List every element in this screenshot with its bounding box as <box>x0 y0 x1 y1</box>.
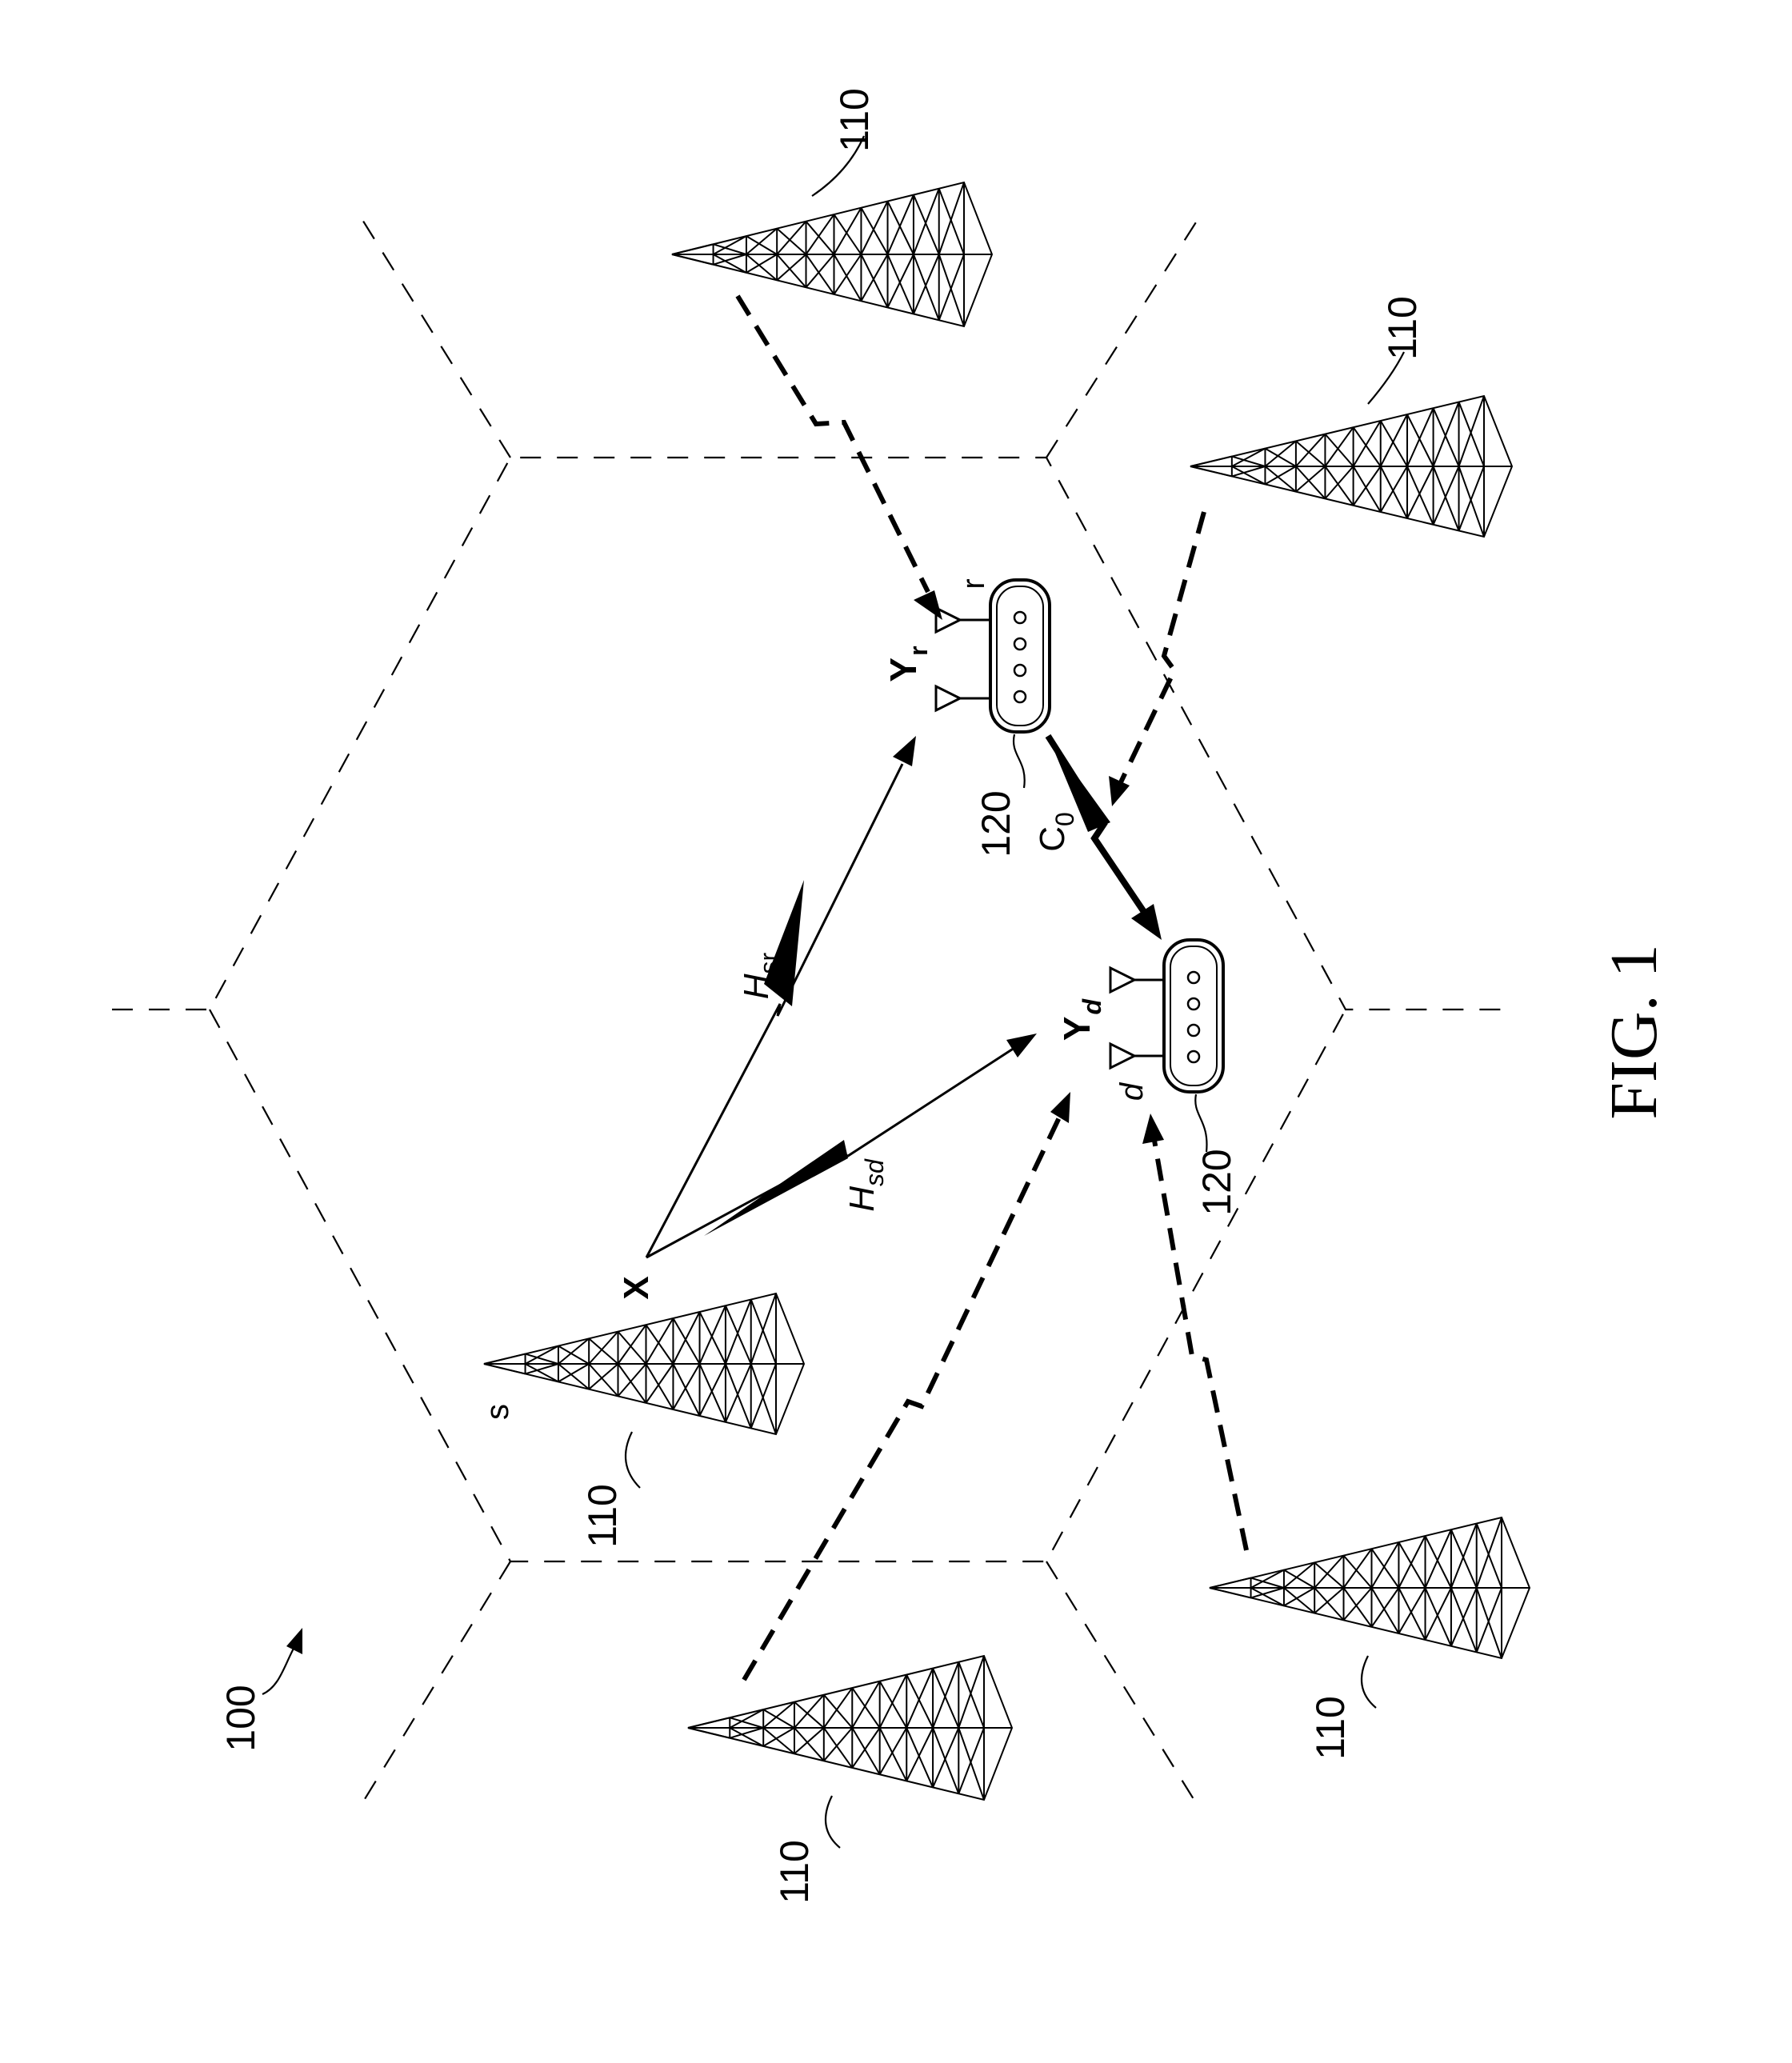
leader-line-destination <box>1195 1094 1206 1152</box>
link-label-c0: C0 <box>1033 812 1079 852</box>
destination-signal-label: Yd <box>1056 998 1106 1041</box>
interference-link-top <box>738 296 928 592</box>
tower-brace <box>1210 1578 1251 1588</box>
link-c0-sub: 0 <box>1050 812 1079 826</box>
cell-boundary-sw <box>358 1561 510 1809</box>
tower-brace <box>484 1354 526 1364</box>
tower-brace <box>558 1364 589 1381</box>
towers: 110 110 110 s 110 110 <box>480 88 1530 1904</box>
link-hsd-main: H <box>842 1186 882 1212</box>
tower-label: 110 <box>1380 296 1425 360</box>
tower-brace <box>746 254 777 273</box>
tower-label: 110 <box>772 1840 817 1904</box>
tower-brace <box>763 1728 794 1746</box>
leader-line-tower <box>626 1432 640 1488</box>
tower-brace <box>777 222 806 254</box>
source-node-label: s <box>480 1404 515 1420</box>
destination-node-label: d <box>1114 1081 1150 1101</box>
leader-line-relay <box>1014 734 1025 788</box>
destination-device <box>1110 940 1223 1092</box>
relay-node-label: r <box>956 578 991 589</box>
tower-brace <box>1265 449 1295 466</box>
leader-arrowhead-figure <box>286 1628 302 1654</box>
arrowhead-source-to-relay <box>893 736 916 766</box>
tower-brace <box>1190 457 1232 466</box>
tower-t-lower-left: 110 <box>688 1656 1012 1904</box>
relay-device <box>936 580 1050 732</box>
relay-signal-label: Yr <box>882 646 933 682</box>
tower-brace <box>1284 1570 1314 1588</box>
interference-link-lower-left <box>744 1116 1060 1680</box>
arrowhead-interference-lower-left <box>1050 1092 1070 1123</box>
tower-brace <box>688 1728 730 1738</box>
relay-device-body-outer <box>990 580 1050 732</box>
arrowhead-relay-to-destination <box>1131 904 1162 940</box>
link-label-hsd: Hsd <box>842 1158 889 1212</box>
cell-boundary-nw <box>360 216 510 458</box>
leader-line-figure-arrow <box>262 1644 296 1694</box>
tower-brace <box>1190 466 1232 476</box>
arrowhead-source-to-destination <box>1006 1033 1037 1057</box>
link-c0-main: C <box>1033 826 1072 852</box>
link-source-to-destination-bolt <box>704 1140 848 1236</box>
tower-brace <box>777 254 806 287</box>
tower-brace <box>688 1717 730 1728</box>
primary-links <box>646 736 1162 1257</box>
tower-label: 110 <box>580 1484 625 1548</box>
link-hsd-sub: sd <box>860 1158 889 1186</box>
destination-signal-subscript: d <box>1078 998 1106 1014</box>
leader-line-tower <box>1362 1656 1376 1708</box>
tower-label: 110 <box>832 88 877 152</box>
figure-caption: FIG. 1 <box>1597 944 1671 1119</box>
tower-brace <box>672 254 714 265</box>
destination-signal: Y <box>1056 1016 1098 1041</box>
device-label-destination: 120 <box>1194 1149 1239 1215</box>
tower-brace <box>1265 466 1295 484</box>
cell-boundary-left-lower <box>210 1010 1346 1561</box>
tower-brace <box>672 244 714 254</box>
tower-label: 110 <box>1308 1696 1353 1760</box>
tower-brace <box>1210 1588 1251 1597</box>
antenna-icon <box>936 686 990 710</box>
antenna-icon <box>1110 968 1164 992</box>
interference-link-upper-right <box>1120 512 1204 784</box>
source-signal-label: X <box>617 1276 656 1299</box>
destination-device-body-outer <box>1164 940 1223 1092</box>
relay-signal: Y <box>882 658 924 682</box>
antenna-icon <box>1110 1044 1164 1068</box>
tower-brace <box>484 1364 526 1373</box>
device-label-relay: 120 <box>974 790 1018 857</box>
cell-boundary-se <box>1046 1561 1200 1809</box>
link-hsr-main: H <box>737 974 776 999</box>
figure-number: 100 <box>218 1685 263 1751</box>
leader-line-tower <box>826 1796 840 1848</box>
tower-brace <box>794 1728 824 1761</box>
tower-brace <box>794 1695 824 1728</box>
arrowhead-interference-lower-right <box>1142 1113 1164 1144</box>
tower-t-lower-right: 110 <box>1210 1517 1530 1760</box>
tower-brace <box>558 1346 589 1364</box>
tower-t-top: 110 <box>672 88 992 326</box>
cell-boundary-left-upper <box>112 458 1512 1010</box>
cell-boundary-ne <box>1046 216 1200 458</box>
relay-signal-subscript: r <box>904 646 933 655</box>
tower-brace <box>763 1709 794 1728</box>
tower-t-upper-right: 110 <box>1190 296 1512 537</box>
tower-brace <box>1284 1588 1314 1605</box>
link-hsr-sub: sr <box>754 952 783 974</box>
tower-t-source: 110 s <box>480 1293 804 1548</box>
labels: 100 FIG. 1 X Yr r Yd d Hsr Hsd C0 120 12… <box>218 578 1671 1751</box>
arrowhead-interference-top <box>914 590 942 620</box>
leader-lines <box>262 734 1206 1694</box>
cell-boundaries <box>112 216 1512 1809</box>
antenna-icon <box>936 608 990 632</box>
tower-brace <box>746 236 777 254</box>
